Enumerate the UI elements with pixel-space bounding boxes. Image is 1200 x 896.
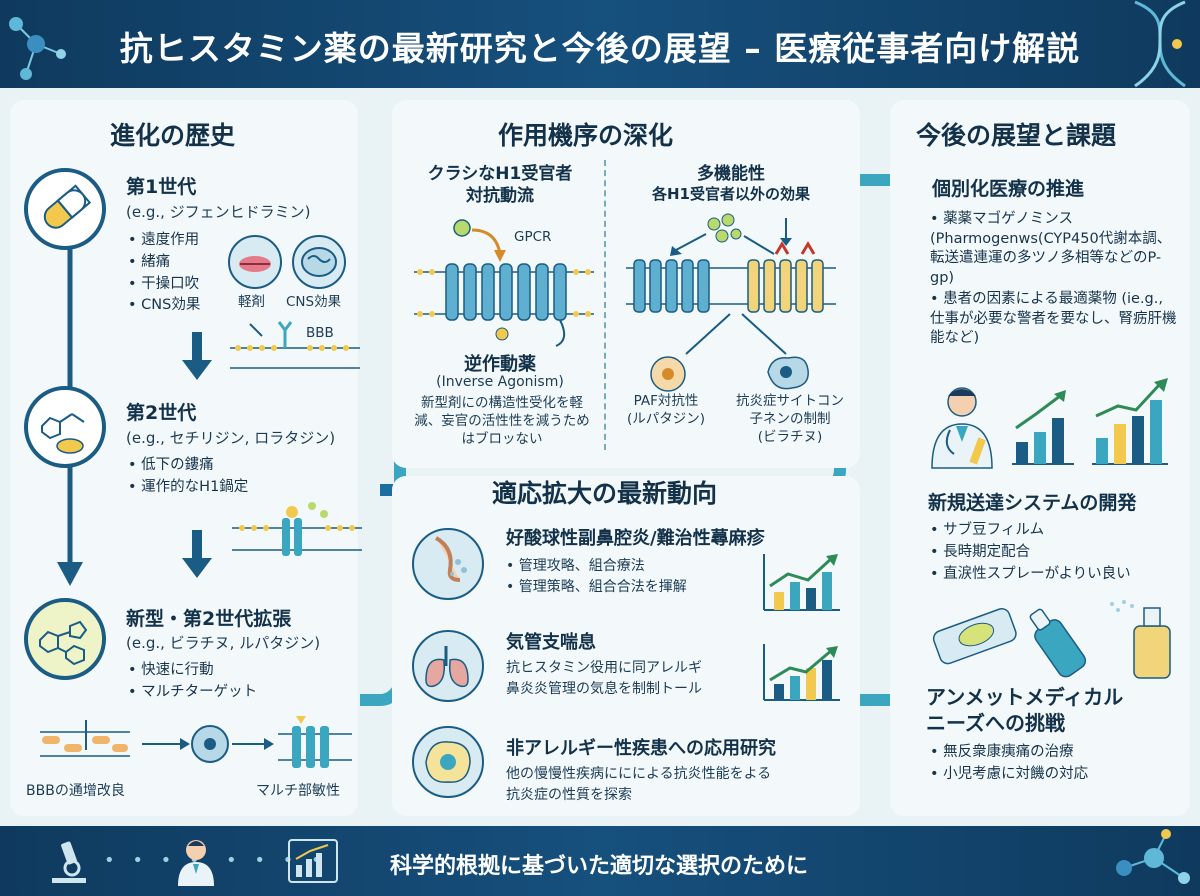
indication-3-title: 非アレルギー性疾患への応用研究: [506, 738, 776, 759]
nose-icon: [412, 528, 484, 600]
gen2-example: (e.g., セチリジン, ロラタジン): [126, 429, 336, 447]
list-item: CNS効果: [128, 295, 200, 317]
history-title: 進化の歴史: [110, 121, 236, 150]
lungs-icon: [412, 630, 484, 702]
down-arrow-2: [182, 530, 212, 578]
future-title: 今後の展望と課題: [916, 121, 1117, 150]
receptor-membrane-icon: [232, 502, 362, 556]
list-item: 運作的なH1鍋定: [128, 477, 248, 499]
list-item: 低下の鏤痛: [128, 455, 248, 477]
gen3-title: 新型・第2世代拡張: [126, 608, 292, 630]
molecule-structure-icon: [24, 386, 106, 468]
trend-chart-icon-1: [763, 554, 840, 611]
bar-chart-icon-1: [1012, 390, 1074, 465]
icon-label-lips: 軽剤: [238, 294, 265, 310]
indication-3-lines: 他の慢慢性疾病ににによる抗炎性能をよる抗炎症の性質を探索: [506, 766, 772, 803]
page-title: 抗ヒスタミン薬の最新研究と今後の展望 – 医療従事者向け解説: [119, 29, 1081, 68]
indication-title: 適応拡大の最新動向: [492, 479, 718, 508]
gen2-title: 第2世代: [126, 402, 197, 424]
dots-separator: • • • •: [104, 850, 206, 871]
indication-2-lines: 抗ヒスタミン役用に同アレルギ鼻炎炎管理の気息を制制トール: [506, 660, 702, 697]
mechanism-title: 作用機序の深化: [498, 121, 674, 150]
list-item: 薬薬マゴゲノミンス (Pharmogenws(CYP450代謝本調、転送遣連運の…: [930, 210, 1180, 288]
list-item: 干操口吹: [128, 274, 200, 296]
paf-label: PAF対抗性(ルパタジン): [626, 393, 706, 428]
bbb-improve-label: BBBの通增改良: [26, 783, 125, 799]
list-item: 直涙性スプレーがよりい良い: [930, 564, 1130, 586]
gpcr-receptor-diagram: [414, 219, 594, 347]
chart-icon: [288, 839, 338, 883]
list-item: 小児考慮に対饑の対応: [930, 764, 1088, 786]
doctor-avatar-icon: [178, 840, 214, 886]
inverse-agonist-title: 逆作動薬: [464, 354, 536, 375]
bar-chart-icon-2: [1092, 378, 1168, 465]
gen2-list: 低下の鏤痛 運作的なH1鍋定: [128, 455, 248, 499]
list-item: 長時期定配合: [930, 542, 1131, 564]
trend-chart-icon-2: [763, 644, 840, 701]
icon-label-cns: CNS効果: [286, 294, 342, 310]
indication-1-lines: • 管理攻略、組合療法• 管理策略、組合合法を揮解: [506, 558, 687, 595]
list-item: 快速に行動: [128, 660, 257, 682]
list-item: マルチターゲット: [128, 682, 257, 704]
gpcr-label: GPCR: [514, 229, 552, 245]
indication-2-title: 気管支喘息: [506, 632, 596, 653]
microscope-icon: [52, 841, 86, 883]
delivery-devices-icon: [932, 600, 1171, 679]
unmet-needs-title: アンメットメディカルニーズへの挑戦: [926, 685, 1124, 735]
personal-med-list: 薬薬マゴゲノミンス (Pharmogenws(CYP450代謝本調、転送遣連運の…: [930, 210, 1180, 349]
molecule-icon-left: [9, 17, 66, 80]
lips-icon: [228, 235, 282, 289]
gen1-title: 第1世代: [126, 176, 197, 198]
dna-icon-right: [1134, 0, 1186, 88]
personal-med-title: 個別化医療の推進: [932, 178, 1085, 200]
down-arrow-1: [182, 332, 212, 380]
brain-icon: [292, 235, 346, 289]
gen1-example: (e.g., ジフェンヒドラミン): [126, 203, 311, 221]
indication-1-title: 好酸球性副鼻腔炎/難治性蕁麻疹: [506, 528, 765, 549]
list-item: 遠度作用: [128, 230, 200, 252]
cell-research-icon: [412, 726, 484, 798]
gen1-list: 遠度作用 緒痛 干操口吹 CNS効果: [128, 230, 200, 317]
molecule-icon-footer: [1116, 829, 1190, 884]
list-item: 患者の因素による最適薬物 (ie.g., 仕事が必要な警者を要なし、腎疬肝機能な…: [930, 290, 1180, 349]
inverse-agonist-sub: (Inverse Agonism): [436, 374, 564, 390]
delivery-title: 新規送達システムの開発: [928, 492, 1137, 514]
footer-banner: • • • • • • • • 科学的根拠に基づいた適切な選択のために: [0, 826, 1200, 896]
list-item: サブ豆フィルム: [930, 520, 1131, 542]
cytokine-label: 抗炎症サイトコン子ネンの制制(ビラチヌ): [736, 393, 844, 446]
footer-text: 科学的根拠に基づいた適切な選択のために: [390, 854, 809, 879]
bbb-membrane-icon: [230, 321, 360, 369]
mechanism-divider: [604, 160, 606, 450]
unmet-needs-list: 無反衆康痍痛の治療 小児考慮に対饑の対応: [930, 742, 1088, 786]
list-item: 無反衆康痍痛の治療: [930, 742, 1088, 764]
bbb-improvement-icons: [40, 716, 352, 768]
multifunction-title: 多機能性各H1受官者以外の効果: [652, 164, 810, 204]
paf-cell-icon: [650, 356, 686, 392]
gen3-example: (e.g., ビラチヌ, ルパタジン): [126, 634, 321, 652]
list-item: 緒痛: [128, 252, 200, 274]
classic-h1-title: クラシなH1受官者対抗動流: [427, 164, 573, 207]
capsule-icon: [24, 168, 106, 250]
multi-receptor-diagram: [626, 213, 836, 355]
multi-target-label: マルチ部敏性: [256, 783, 340, 799]
cytokine-cell-icon: [767, 356, 809, 390]
bbb-label: BBB: [306, 325, 334, 341]
header-banner: 抗ヒスタミン薬の最新研究と今後の展望 – 医療従事者向け解説: [0, 0, 1200, 88]
delivery-list: サブ豆フィルム 長時期定配合 直涙性スプレーがよりい良い: [930, 520, 1131, 586]
inverse-agonist-desc: 新型剤にの構造性受化を軽減、妄官の活性性を減うためはブロッない: [414, 395, 590, 448]
gen3-list: 快速に行動 マルチターゲット: [128, 660, 257, 704]
new-molecule-icon: [24, 598, 106, 680]
doctor-icon: [931, 387, 993, 469]
